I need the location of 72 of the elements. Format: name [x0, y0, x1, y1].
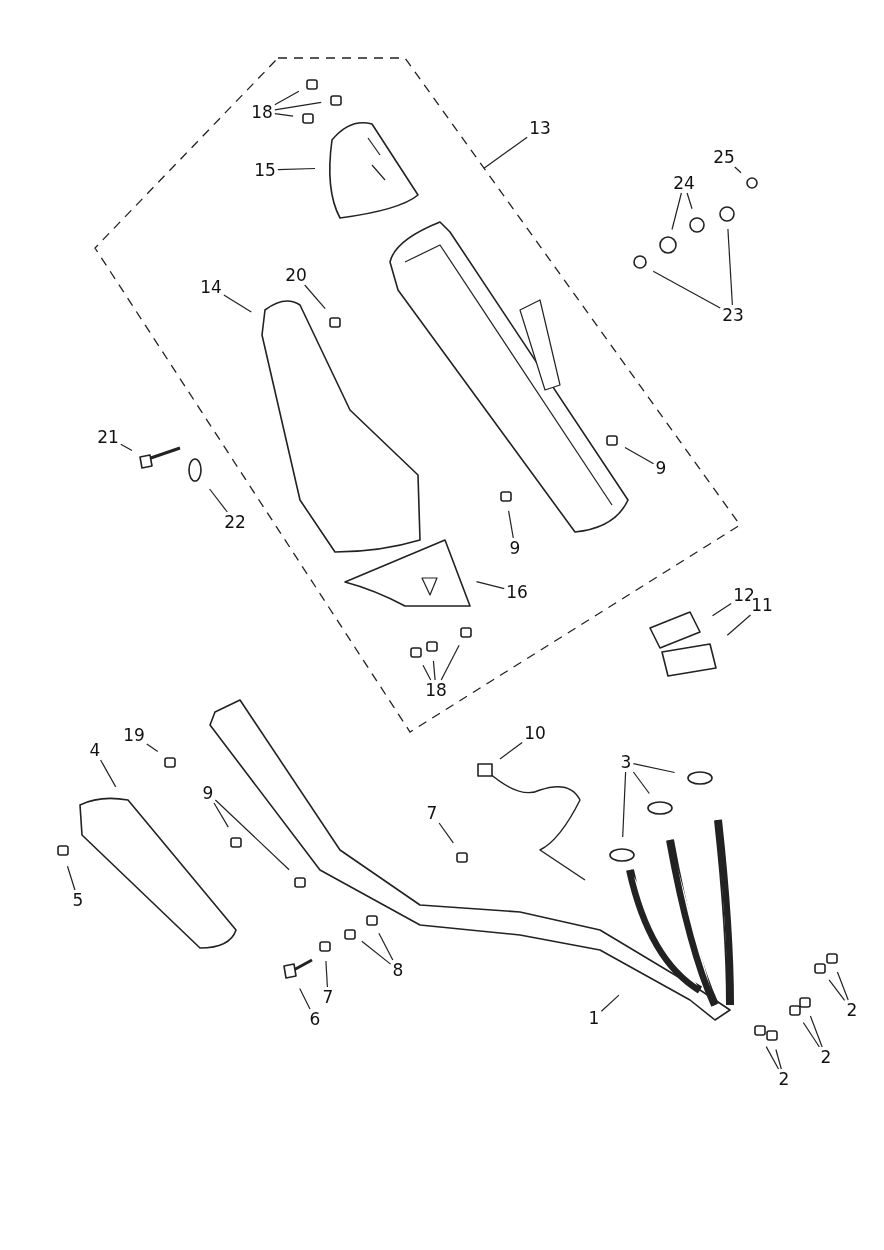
- leader-line: [622, 771, 627, 838]
- leader-line: [361, 940, 392, 965]
- leader-line: [727, 228, 733, 306]
- callout-number: 8: [391, 961, 405, 979]
- callout-number: 22: [223, 513, 247, 531]
- leader-line: [671, 192, 682, 231]
- leader-line: [299, 987, 311, 1010]
- leader-line: [277, 167, 316, 171]
- callout-number: 11: [750, 596, 774, 614]
- callout-number: 14: [199, 278, 223, 296]
- leader-line: [274, 113, 294, 117]
- callout-number: 6: [308, 1010, 322, 1028]
- leader-line: [274, 90, 300, 106]
- leader-line: [809, 1015, 823, 1048]
- callout-number: 7: [425, 804, 439, 822]
- leader-line: [422, 664, 432, 681]
- leader-line: [214, 799, 290, 871]
- leader-line: [775, 1048, 782, 1070]
- leader-line: [304, 284, 326, 310]
- leader-line: [802, 1021, 820, 1048]
- callout-number: 18: [250, 103, 274, 121]
- leader-line: [223, 294, 252, 313]
- leader-line: [828, 979, 846, 1001]
- leader-line: [726, 614, 752, 636]
- leader-line: [120, 443, 133, 452]
- callout-number: 13: [528, 119, 552, 137]
- leader-line: [499, 741, 523, 760]
- callout-number: 7: [321, 988, 335, 1006]
- leader-line: [325, 960, 328, 988]
- callout-number: 2: [819, 1048, 833, 1066]
- leader-line: [686, 192, 693, 210]
- callout-number: 1: [587, 1009, 601, 1027]
- callout-number: 23: [721, 306, 745, 324]
- leader-line: [632, 763, 676, 774]
- callout-number: 10: [523, 724, 547, 742]
- callout-number: 9: [654, 459, 668, 477]
- callout-number: 21: [96, 428, 120, 446]
- leader-line: [438, 822, 454, 844]
- callout-number: 18: [424, 681, 448, 699]
- callout-number: 9: [201, 784, 215, 802]
- leader-line: [836, 971, 849, 1001]
- callout-number: 25: [712, 148, 736, 166]
- callout-number: 19: [122, 726, 146, 744]
- leader-line: [600, 994, 620, 1012]
- callout-number: 15: [253, 161, 277, 179]
- leader-line: [734, 166, 742, 174]
- leader-line: [711, 602, 732, 617]
- callout-number: 2: [845, 1001, 859, 1019]
- callout-number: 5: [71, 891, 85, 909]
- callout-number: 4: [88, 741, 102, 759]
- leader-line: [483, 136, 528, 169]
- callout-number: 9: [508, 539, 522, 557]
- leader-line: [624, 446, 655, 465]
- leader-line: [475, 581, 505, 590]
- leader-line: [146, 743, 159, 752]
- leader-line: [432, 660, 436, 681]
- callout-number: 2: [777, 1070, 791, 1088]
- leader-line: [213, 802, 229, 828]
- leader-line: [652, 270, 721, 309]
- callout-number: 3: [619, 753, 633, 771]
- leader-line: [378, 932, 394, 961]
- leader-line: [765, 1046, 780, 1070]
- leader-line: [440, 644, 460, 681]
- leader-line: [100, 759, 117, 788]
- leader-line: [632, 771, 650, 795]
- callout-number: 16: [505, 583, 529, 601]
- leader-line: [508, 510, 514, 539]
- leader-line: [66, 865, 76, 891]
- leader-line: [209, 488, 228, 513]
- leader-line: [274, 101, 322, 111]
- callout-number: 24: [672, 174, 696, 192]
- callout-number: 20: [284, 266, 308, 284]
